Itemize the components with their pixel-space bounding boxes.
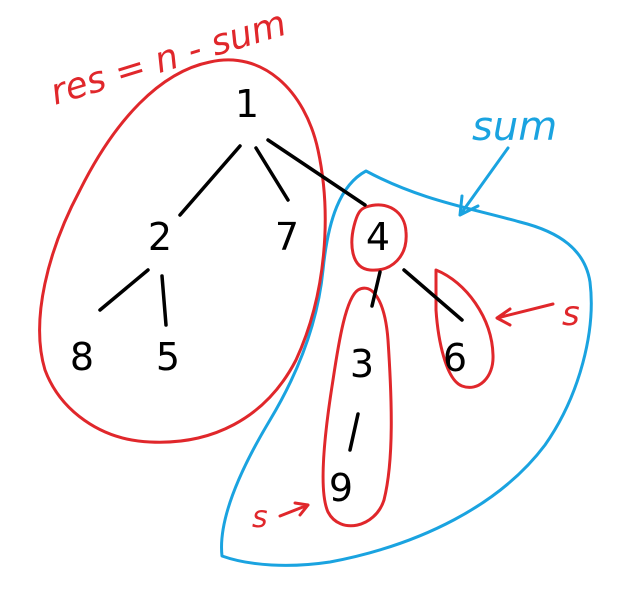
- branch-3-9-outline: [321, 286, 393, 528]
- node4-highlight: [350, 203, 408, 272]
- s-bottom-arrow: [278, 501, 310, 518]
- s-bottom-annotation: s: [252, 500, 268, 535]
- tree-nodes: 1 2 7 4 8 5 3 6 9: [70, 82, 467, 510]
- s-right-arrow: [495, 302, 555, 327]
- tree-edges: [98, 138, 464, 452]
- sum-annotation: sum: [472, 104, 557, 150]
- edge-n4-n6: [402, 268, 464, 322]
- edge-n1-n2: [178, 144, 242, 217]
- edge-n2-n5: [160, 274, 168, 327]
- edge-n4-n3: [370, 270, 382, 308]
- node-2: 2: [148, 215, 172, 259]
- edge-n2-n8: [98, 268, 150, 312]
- node-3: 3: [350, 342, 374, 386]
- edge-n1-n7: [254, 146, 290, 202]
- node-6: 6: [443, 336, 467, 380]
- node-1: 1: [235, 82, 259, 126]
- res-region-outline: [38, 58, 327, 444]
- branch-6-outline: [434, 268, 495, 389]
- edge-n1-n4: [266, 138, 367, 207]
- node-9: 9: [329, 466, 353, 510]
- s-right-annotation: s: [562, 294, 580, 334]
- node-5: 5: [156, 335, 180, 379]
- node-8: 8: [70, 335, 94, 379]
- sum-arrow: [458, 146, 510, 217]
- sum-region-outline: [220, 169, 593, 567]
- edge-n3-n9: [348, 412, 360, 452]
- node-4: 4: [366, 215, 390, 259]
- node-7: 7: [275, 215, 299, 259]
